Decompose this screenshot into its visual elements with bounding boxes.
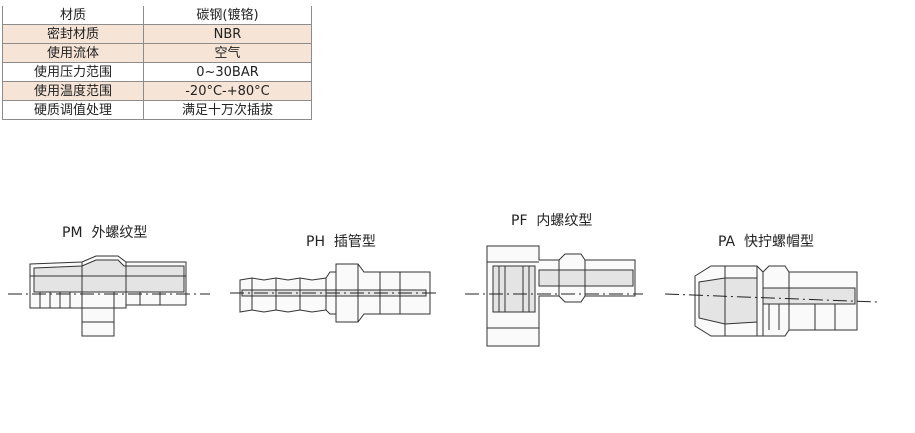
spec-value: -20°C-+80°C xyxy=(143,81,312,101)
spec-row: 材质碳钢(镀铬) xyxy=(2,6,312,25)
pa-outline xyxy=(694,265,858,337)
caption-ph: PH 插管型 xyxy=(306,231,376,251)
spec-value: 碳钢(镀铬) xyxy=(143,6,312,25)
spec-row: 硬质调值处理满足十万次插拔 xyxy=(2,100,312,120)
pf-fitting-drawing xyxy=(465,245,643,347)
spec-value: 满足十万次插拔 xyxy=(143,100,312,120)
caption-pa: PA 快拧螺帽型 xyxy=(718,231,814,251)
pa-centerline xyxy=(664,293,878,303)
spec-label: 使用温度范围 xyxy=(2,81,144,101)
caption-pm-name: 外螺纹型 xyxy=(91,225,148,241)
caption-pf-name: 内螺纹型 xyxy=(536,213,593,229)
caption-pa-code: PA xyxy=(718,234,736,250)
caption-ph-name: 插管型 xyxy=(333,234,376,250)
spec-label: 材质 xyxy=(2,6,144,25)
spec-label: 使用流体 xyxy=(2,43,144,63)
spec-label: 硬质调值处理 xyxy=(2,100,144,120)
spec-value: 0~30BAR xyxy=(143,62,312,82)
ph-fitting-drawing xyxy=(230,263,438,323)
spec-value: 空气 xyxy=(143,43,312,63)
spec-label: 使用压力范围 xyxy=(2,62,144,82)
caption-pm-code: PM xyxy=(62,225,83,241)
caption-pf-code: PF xyxy=(511,213,528,229)
spec-label: 密封材质 xyxy=(2,24,144,44)
pm-fitting-drawing xyxy=(8,255,210,337)
caption-pa-name: 快拧螺帽型 xyxy=(744,234,815,250)
caption-pf: PF 内螺纹型 xyxy=(511,210,592,230)
pa-fitting-drawing xyxy=(664,265,878,337)
caption-pm: PM 外螺纹型 xyxy=(62,222,147,242)
spec-row: 使用温度范围-20°C-+80°C xyxy=(2,81,312,101)
caption-ph-code: PH xyxy=(306,234,325,250)
spec-value: NBR xyxy=(143,24,312,44)
spec-row: 使用流体空气 xyxy=(2,43,312,63)
pf-outline xyxy=(486,245,636,347)
pm-outline xyxy=(29,255,187,337)
